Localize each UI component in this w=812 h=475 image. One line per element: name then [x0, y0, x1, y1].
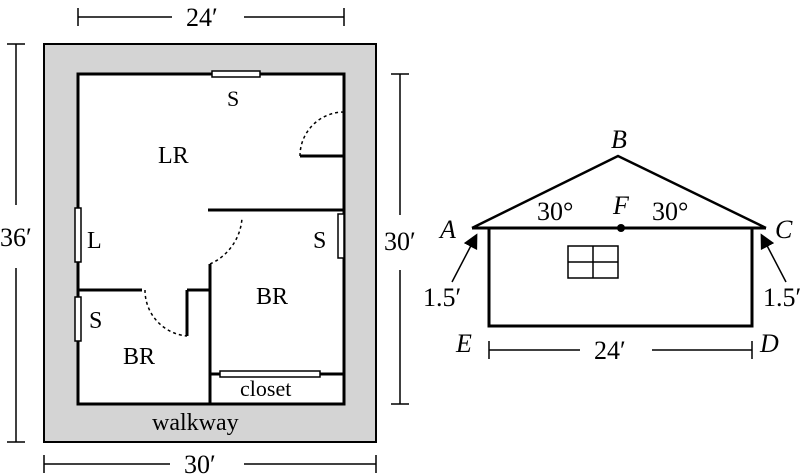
dim-label-right: 30′	[384, 227, 416, 256]
window-label-top: S	[227, 86, 239, 111]
room-label-bedroom-left: BR	[123, 344, 155, 370]
window-top	[211, 70, 261, 78]
window-label-right: S	[313, 228, 326, 254]
base-label: 24′	[594, 336, 626, 365]
elevation-dimension	[488, 341, 753, 359]
point-label-a: A	[438, 215, 456, 244]
window-right	[337, 213, 345, 259]
window-label-bottom-left: S	[89, 308, 102, 334]
window-label-left: L	[87, 228, 102, 254]
roof-line	[471, 154, 767, 230]
room-label-living: LR	[158, 143, 189, 169]
height-label-right: 1.5′	[763, 283, 801, 312]
windows	[74, 70, 345, 378]
point-label-d: D	[759, 329, 779, 358]
dim-label-top: 24′	[186, 3, 218, 32]
room-label-closet: closet	[240, 376, 291, 401]
dim-label-bottom: 30′	[184, 450, 216, 475]
point-f-dot	[617, 224, 625, 232]
point-label-e: E	[455, 329, 472, 358]
closet-door	[219, 370, 321, 378]
point-label-f: F	[612, 191, 630, 220]
room-label-walkway: walkway	[152, 410, 239, 436]
window-left	[74, 207, 82, 263]
angle-label-left: 30°	[537, 197, 573, 226]
door-swings	[144, 111, 345, 337]
floor-plan: S LR L S BR S BR closet walkway	[0, 3, 416, 475]
point-label-c: C	[775, 215, 793, 244]
angle-label-right: 30°	[652, 197, 688, 226]
house-body	[487, 226, 754, 328]
elevation-view: B A C F E D 30° 30° 1.5′ 1.5′ 24′	[423, 125, 801, 365]
room-label-bedroom-right: BR	[256, 284, 288, 310]
arrow-left	[451, 233, 478, 283]
height-label-left: 1.5′	[423, 283, 461, 312]
arrow-right	[760, 233, 787, 283]
window-bottom-left	[74, 296, 82, 342]
point-label-b: B	[611, 125, 627, 154]
elevation-window	[567, 245, 619, 279]
dimension-lines	[7, 8, 409, 473]
dim-label-left: 36′	[0, 223, 32, 252]
